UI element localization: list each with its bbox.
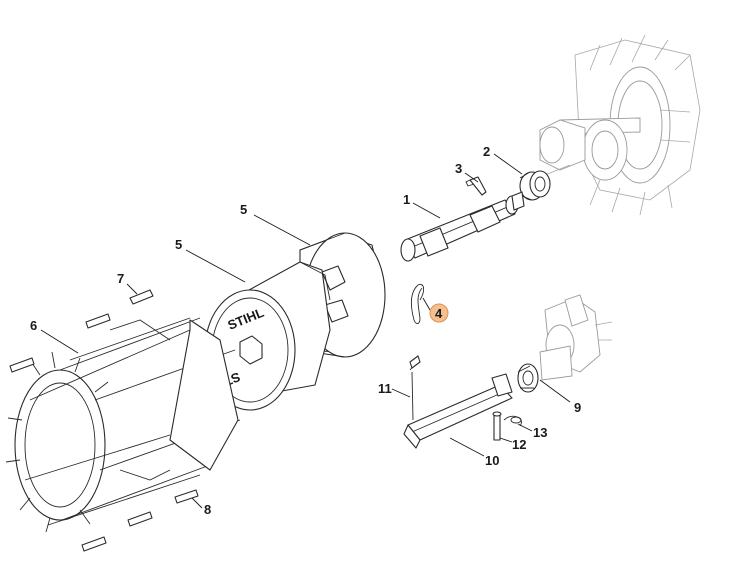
- callout-13[interactable]: 13: [533, 425, 547, 440]
- callout-8[interactable]: 8: [204, 502, 211, 517]
- part-4-hairpin-clip[interactable]: [410, 283, 425, 324]
- part-8-tines[interactable]: [81, 489, 199, 552]
- callout-12[interactable]: 12: [512, 437, 526, 452]
- part-6-tine-rotor[interactable]: [5, 317, 241, 533]
- callout-5-front[interactable]: 5: [175, 237, 182, 252]
- callout-2[interactable]: 2: [483, 144, 490, 159]
- part-2-coupling[interactable]: [519, 170, 551, 201]
- part-10-lower-shaft[interactable]: [403, 373, 513, 449]
- callout-4-badge: [429, 303, 449, 323]
- part-12-bolt[interactable]: [492, 411, 502, 441]
- ghost-machine-top: [527, 34, 701, 216]
- ghost-machine-bottom: [539, 294, 613, 381]
- callout-labels: 1 2 3 4 5 5 6 7 8 9 10 11 12 13: [30, 144, 581, 517]
- callout-3[interactable]: 3: [455, 161, 462, 176]
- callout-7[interactable]: 7: [117, 271, 124, 286]
- part-3-hex-key[interactable]: [465, 176, 487, 196]
- callout-6[interactable]: 6: [30, 318, 37, 333]
- callout-10[interactable]: 10: [485, 453, 499, 468]
- callout-11[interactable]: 11: [378, 381, 392, 396]
- leader-lines: [40, 153, 571, 509]
- callout-1[interactable]: 1: [403, 192, 410, 207]
- callout-9[interactable]: 9: [574, 400, 581, 415]
- part-7-tines[interactable]: [9, 289, 154, 373]
- callout-5-rear[interactable]: 5: [240, 202, 247, 217]
- callout-4[interactable]: 4: [435, 306, 443, 321]
- part-1-hex-shaft[interactable]: [400, 191, 525, 262]
- part-11-pin[interactable]: [409, 355, 421, 421]
- callout-4-highlighted[interactable]: 4: [429, 303, 449, 323]
- part-13-clip[interactable]: [503, 415, 522, 427]
- part-9-bushing[interactable]: [517, 363, 539, 393]
